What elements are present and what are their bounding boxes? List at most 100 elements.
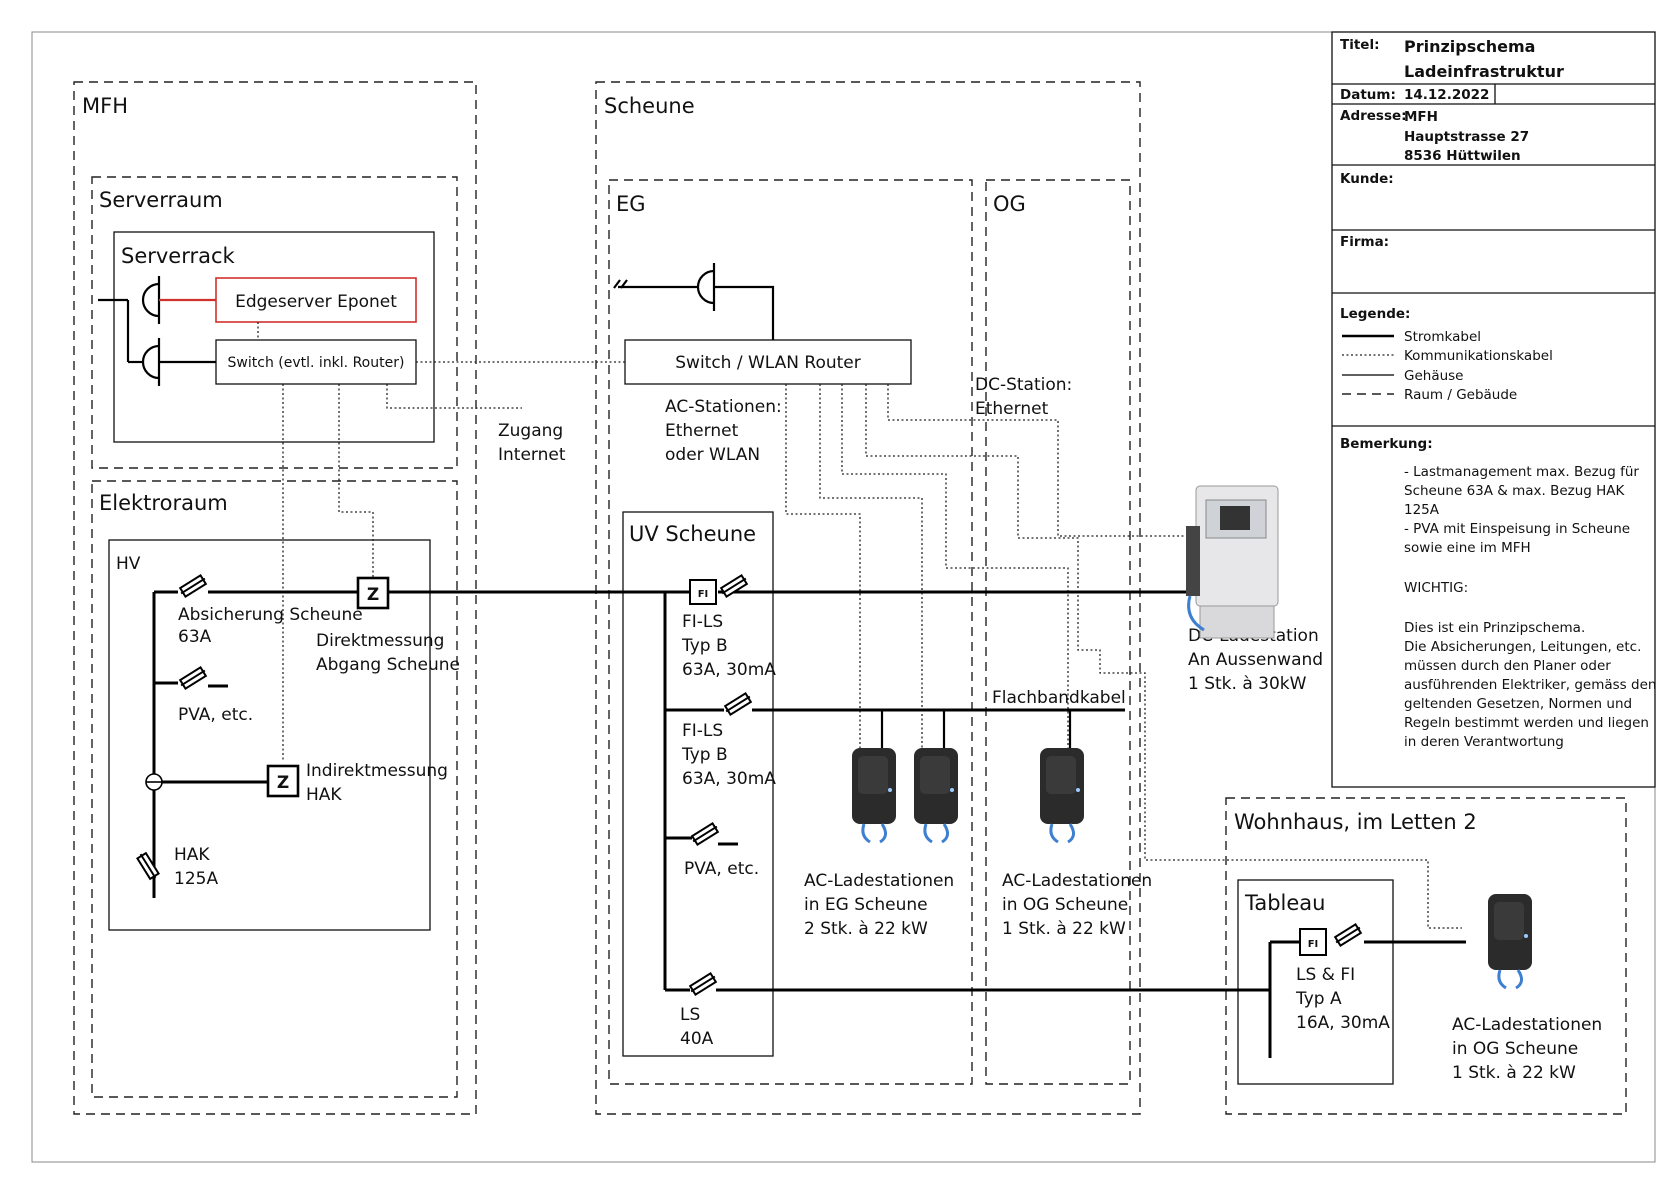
meter-direktmessung: Z bbox=[356, 576, 390, 610]
hak-label: HAK bbox=[174, 845, 210, 865]
title-line-1: Prinzipschema bbox=[1404, 37, 1535, 56]
remarks-line: Dies ist ein Prinzipschema. bbox=[1404, 620, 1585, 636]
switch-label: Switch (evtl. inkl. Router) bbox=[228, 355, 405, 371]
pva-label: PVA, etc. bbox=[178, 705, 253, 725]
edgeserver-box bbox=[215, 277, 417, 323]
serverrack-wiring bbox=[98, 276, 216, 386]
mfh-label: MFH bbox=[82, 94, 128, 118]
ac-wohnhaus-label: AC-Ladestationen bbox=[1452, 1015, 1602, 1035]
legend-label: Legende: bbox=[1340, 306, 1410, 322]
serverrack-label: Serverrack bbox=[121, 244, 236, 268]
remarks-line: sowie eine im MFH bbox=[1404, 540, 1531, 556]
fuse-icon bbox=[719, 574, 749, 598]
address-label: Adresse: bbox=[1340, 108, 1407, 124]
absicherung-rating: 63A bbox=[178, 627, 212, 647]
flachbandkabel-label: Flachbandkabel bbox=[992, 688, 1126, 708]
ac-og-label: in OG Scheune bbox=[1002, 895, 1128, 915]
edgeserver-label: Edgeserver Eponet bbox=[235, 292, 397, 312]
uv-scheune-label: UV Scheune bbox=[629, 522, 756, 546]
hv-label: HV bbox=[116, 554, 141, 574]
wohnhaus-label: Wohnhaus, im Letten 2 bbox=[1234, 810, 1477, 834]
fi-box-uv: FI bbox=[689, 579, 717, 605]
meter-symbol: Z bbox=[277, 773, 289, 793]
ac-eg-label: AC-Ladestationen bbox=[804, 871, 954, 891]
fuse-icon bbox=[178, 574, 208, 598]
scheune-label: Scheune bbox=[604, 94, 695, 118]
title-line-2: Ladeinfrastruktur bbox=[1404, 62, 1564, 81]
remarks-line: - PVA mit Einspeisung in Scheune bbox=[1404, 521, 1630, 537]
address-line-1: MFH bbox=[1404, 109, 1438, 125]
remarks-line: Die Absicherungen, Leitungen, etc. bbox=[1404, 639, 1641, 655]
legend-text-power: Stromkabel bbox=[1404, 329, 1481, 345]
ls-label: LS bbox=[680, 1005, 700, 1025]
eg-label: EG bbox=[616, 192, 646, 216]
remarks-line: - Lastmanagement max. Bezug für bbox=[1404, 464, 1639, 480]
address-line-3: 8536 Hüttwilen bbox=[1404, 148, 1521, 164]
sheet-border bbox=[31, 31, 1656, 1163]
remarks-line: geltenden Gesetzen, Normen und bbox=[1404, 696, 1632, 712]
ac-eg-label: in EG Scheune bbox=[804, 895, 928, 915]
fi-box-tableau: FI bbox=[1299, 928, 1327, 956]
elektroraum-label: Elektroraum bbox=[99, 491, 228, 515]
serverraum-frame bbox=[91, 176, 458, 469]
title-block: Titel: Prinzipschema Ladeinfrastruktur D… bbox=[1331, 31, 1656, 788]
fi-ls-1-label: Typ B bbox=[681, 636, 728, 656]
meter-symbol: Z bbox=[367, 585, 379, 605]
fuse-icon bbox=[1333, 923, 1363, 947]
date-label: Datum: bbox=[1340, 87, 1396, 103]
absicherung-label: Absicherung Scheune bbox=[178, 605, 363, 625]
dc-station-label: An Aussenwand bbox=[1188, 650, 1323, 670]
remarks-line: müssen durch den Planer oder bbox=[1404, 658, 1611, 674]
ac-comm-label: AC-Stationen: bbox=[665, 397, 782, 417]
fi-ls-1-label: 63A, 30mA bbox=[682, 660, 776, 680]
lsfi-label: Typ A bbox=[1295, 989, 1342, 1009]
legend-text-room: Raum / Gebäude bbox=[1404, 387, 1517, 403]
fuse-symbols bbox=[136, 574, 1363, 996]
fuse-icon bbox=[688, 972, 718, 996]
lsfi-label: 16A, 30mA bbox=[1296, 1013, 1390, 1033]
direktmessung-label: Direktmessung bbox=[316, 631, 444, 651]
mfh-building-frame bbox=[73, 81, 477, 1115]
ac-eg-label: 2 Stk. à 22 kW bbox=[804, 919, 928, 939]
dc-station-label: 1 Stk. à 30kW bbox=[1188, 674, 1307, 694]
remarks-line: 125A bbox=[1404, 502, 1440, 518]
ac-comm-label: oder WLAN bbox=[665, 445, 760, 465]
title-label: Titel: bbox=[1340, 37, 1379, 53]
ac-wallbox-icon bbox=[1040, 748, 1084, 844]
power-cables bbox=[152, 590, 1466, 1058]
lsfi-label: LS & FI bbox=[1296, 965, 1355, 985]
uv-scheune-housing bbox=[622, 511, 774, 1057]
pva-scheune-label: PVA, etc. bbox=[684, 859, 759, 879]
address-line-2: Hauptstrasse 27 bbox=[1404, 129, 1529, 145]
internet-connection-symbol bbox=[613, 263, 775, 340]
remarks-important: WICHTIG: bbox=[1404, 580, 1468, 596]
fi-ls-2-label: FI-LS bbox=[682, 721, 723, 741]
date-value: 14.12.2022 bbox=[1404, 87, 1489, 103]
tableau-housing bbox=[1237, 879, 1394, 1085]
ac-wallbox-icon bbox=[852, 748, 896, 844]
fuse-icon bbox=[136, 851, 160, 881]
fi-ls-1-label: FI-LS bbox=[682, 612, 723, 632]
remarks-label: Bemerkung: bbox=[1340, 436, 1433, 452]
fi-ls-2-label: 63A, 30mA bbox=[682, 769, 776, 789]
direktmessung-label: Abgang Scheune bbox=[316, 655, 460, 675]
scheune-building-frame bbox=[595, 81, 1141, 1115]
fuse-icon bbox=[178, 666, 208, 690]
legend-text-housing: Gehäuse bbox=[1404, 368, 1464, 384]
fi-ls-2-label: Typ B bbox=[681, 745, 728, 765]
zugang-internet-label: Zugang bbox=[498, 421, 563, 441]
remarks-line: in deren Verantwortung bbox=[1404, 734, 1564, 750]
serverraum-label: Serverraum bbox=[99, 188, 223, 212]
ls-rating: 40A bbox=[680, 1029, 714, 1049]
communication-cables bbox=[257, 322, 1462, 929]
ac-wohnhaus-label: 1 Stk. à 22 kW bbox=[1452, 1063, 1576, 1083]
eg-floor-frame bbox=[608, 179, 973, 1085]
ac-og-label: 1 Stk. à 22 kW bbox=[1002, 919, 1126, 939]
hak-rating: 125A bbox=[174, 869, 218, 889]
ac-wohnhaus-label: in OG Scheune bbox=[1452, 1039, 1578, 1059]
current-transformer-icon bbox=[145, 773, 163, 791]
tableau-label: Tableau bbox=[1244, 891, 1325, 915]
og-label: OG bbox=[993, 192, 1026, 216]
